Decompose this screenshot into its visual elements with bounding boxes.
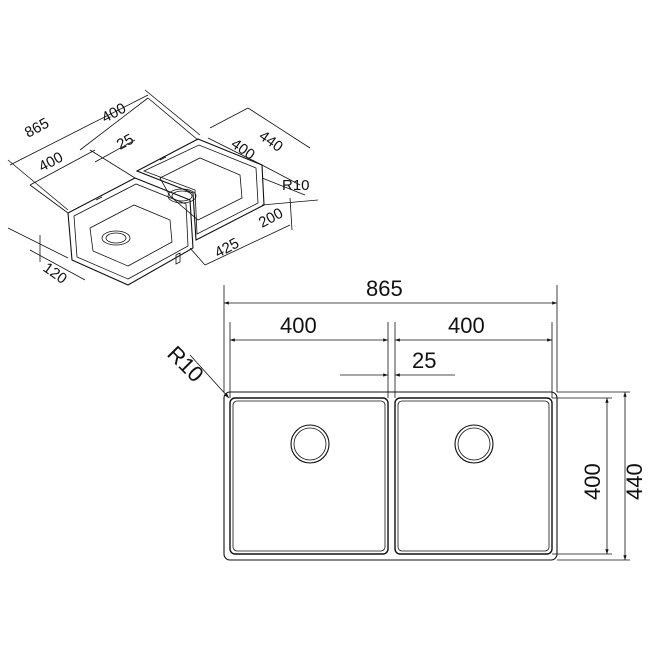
iso-label-865: 865 (22, 115, 52, 142)
iso-label-200: 200 (256, 205, 286, 232)
plan-label-400-right: 400 (448, 313, 485, 338)
plan-label-400-left: 400 (280, 313, 317, 338)
isometric-view: 865 400 400 25 440 400 R10 200 425 120 (7, 89, 319, 288)
plan-bowl-left (229, 397, 389, 555)
iso-label-400-depth: 400 (228, 135, 258, 163)
iso-label-425: 425 (212, 235, 242, 262)
plan-label-25: 25 (412, 348, 436, 373)
iso-label-25: 25 (114, 131, 137, 154)
iso-label-400-left: 400 (36, 149, 66, 176)
plan-label-440: 440 (622, 463, 647, 500)
iso-dimension-lines (7, 89, 319, 281)
plan-label-r10: R10 (162, 341, 208, 387)
iso-label-440: 440 (256, 127, 286, 155)
plan-view: 865 400 400 25 R10 400 440 (162, 276, 647, 561)
plan-sink-outline (223, 391, 558, 561)
plan-bowl-right (394, 397, 553, 555)
iso-label-120: 120 (40, 259, 70, 287)
iso-label-400-right: 400 (99, 100, 129, 127)
plan-label-865: 865 (366, 276, 403, 301)
iso-label-r10: R10 (282, 177, 310, 194)
drain-right (454, 424, 494, 464)
plan-label-400-depth: 400 (580, 463, 605, 500)
drain-left (290, 424, 330, 464)
dim-line-r10 (189, 354, 230, 399)
